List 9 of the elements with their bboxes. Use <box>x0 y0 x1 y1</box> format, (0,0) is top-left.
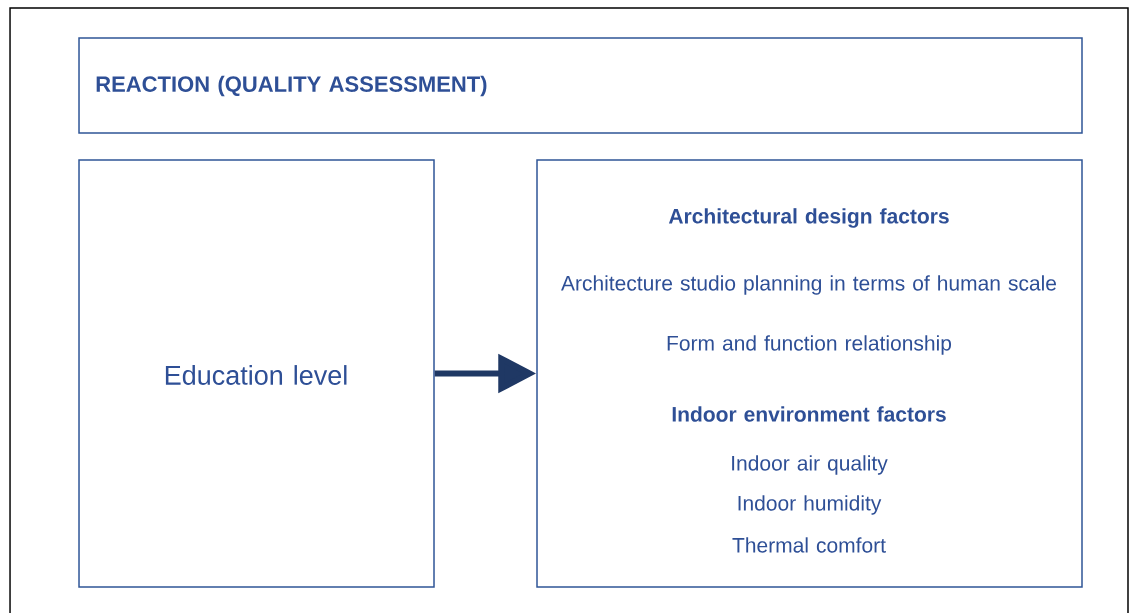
heading: Architectural design factors <box>668 208 949 228</box>
heading: REACTION (QUALITY ASSESSMENT) <box>96 75 487 97</box>
label: Indoor humidity <box>738 495 882 515</box>
label: Education level <box>165 365 347 385</box>
heading: Indoor environment factors <box>672 406 946 422</box>
label: Indoor air quality <box>732 455 888 475</box>
label: Form and function relationship <box>667 335 952 355</box>
label: Thermal comfort <box>732 537 886 553</box>
label: Architecture studio planning in terms of human scale <box>561 275 1056 295</box>
